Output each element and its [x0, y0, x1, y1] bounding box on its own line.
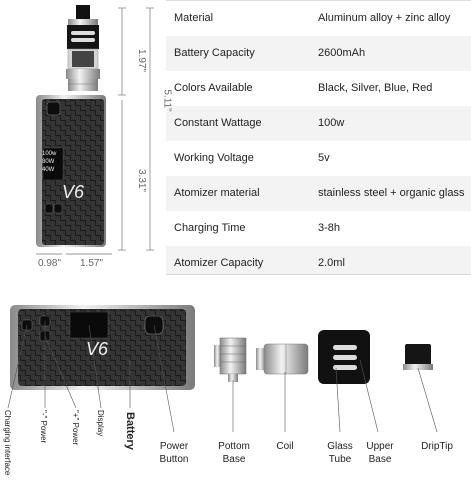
dim-body-height: 3.31" [136, 168, 148, 193]
label-line: Button [159, 454, 189, 465]
label-driptip: DripTip [421, 441, 453, 452]
label-display: Display [96, 410, 105, 437]
label-upper-base: Upper Base [360, 440, 400, 466]
label-line: Pottom [218, 441, 250, 452]
spec-row: Material Aluminum alloy + zinc alloy [166, 1, 471, 37]
label-line: Upper [366, 441, 394, 452]
spec-row: Atomizer Capacity 2.0ml [166, 246, 471, 275]
spec-value: 2.0ml [318, 257, 345, 269]
spec-key: Battery Capacity [174, 47, 255, 59]
spec-value: Black, Silver, Blue, Red [318, 82, 433, 94]
label-line: Power [159, 441, 189, 452]
dim-depth: 0.98" [38, 258, 62, 269]
spec-key: Atomizer material [174, 187, 260, 199]
coil-illustration [256, 343, 309, 375]
label-line: Base [222, 454, 246, 465]
spec-value: 3-8h [318, 222, 341, 234]
label-battery: Battery [124, 412, 136, 450]
label-line: Glass [327, 441, 353, 452]
label-line: Tube [328, 454, 352, 465]
spec-key: Material [174, 12, 214, 24]
spec-table: Material Aluminum alloy + zinc alloy Batt… [166, 0, 471, 275]
spec-value: Aluminum alloy + zinc alloy [318, 12, 451, 24]
screen-line: 100w [42, 151, 57, 157]
label-coil: Coil [276, 441, 294, 452]
glass-tube-illustration [318, 330, 370, 384]
pottom-base-illustration [214, 337, 247, 382]
tank-illustration [66, 5, 100, 91]
label-power-button: Power Button [152, 440, 196, 466]
label-charging-interface: Charging interface [3, 410, 12, 476]
label-plus-power: "+" Power [71, 410, 80, 446]
screen-line: 40W [42, 167, 55, 173]
spec-key: Colors Available [174, 82, 253, 94]
spec-value: 2600mAh [318, 47, 366, 59]
spec-key: Working Voltage [174, 152, 254, 164]
device-logo: V6 [62, 182, 85, 202]
label-minus-power: "-" Power [39, 410, 48, 444]
screen-line: 80W [42, 159, 55, 165]
spec-value: 5v [318, 152, 330, 164]
label-glass-tube: Glass Tube [322, 440, 358, 466]
device-screen: 100w 80W 40W [42, 150, 56, 174]
mod-body-side-illustration [10, 305, 195, 390]
spec-row: Charging Time 3-8h [166, 211, 471, 247]
driptip-illustration [403, 344, 433, 370]
dim-width: 1.57" [80, 258, 104, 269]
label-pottom-base: Pottom Base [212, 440, 256, 466]
spec-row: Constant Wattage 100w [166, 106, 471, 142]
spec-key: Charging Time [174, 222, 246, 234]
device-logo-side: V6 [86, 339, 109, 359]
spec-row: Atomizer material stainless steel + organ… [166, 176, 471, 212]
spec-row: Colors Available Black, Silver, Blue, Red [166, 71, 471, 107]
label-line: Base [368, 454, 392, 465]
spec-value: stainless steel + organic glass [318, 187, 465, 199]
dim-total-height: 5.11" [161, 89, 173, 112]
mod-body-illustration [36, 95, 106, 247]
spec-key: Constant Wattage [174, 117, 262, 129]
dim-tank-height: 1.97" [136, 48, 148, 73]
spec-value: 100w [318, 117, 345, 129]
spec-key: Atomizer Capacity [174, 257, 264, 269]
